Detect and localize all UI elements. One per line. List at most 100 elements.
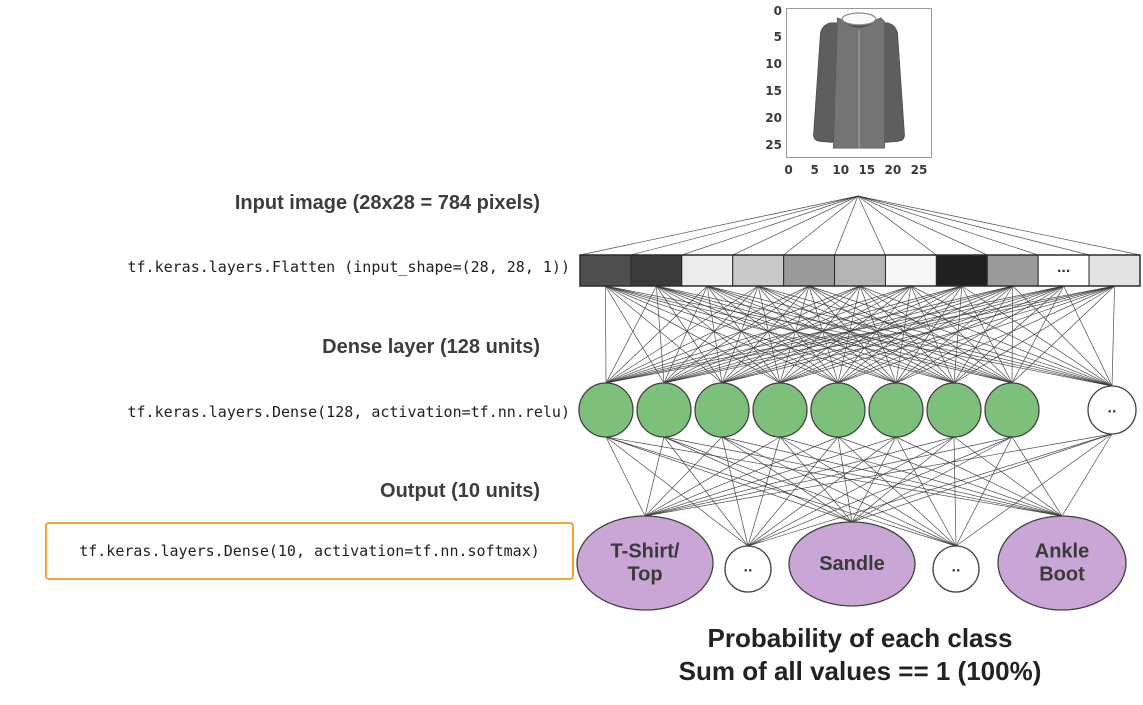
y-axis-tick-label: 5: [773, 30, 782, 45]
flatten-dense-connection: [757, 285, 839, 384]
x-axis-tick-label: 5: [810, 163, 819, 177]
dense-output-connection: [605, 436, 957, 547]
y-axis-tick-label: 25: [765, 137, 782, 152]
dense-output-connection: [644, 436, 665, 517]
dense-node: [984, 382, 1040, 438]
flatten-dense-connection: [663, 285, 861, 384]
flatten-dense-connection: [837, 285, 1064, 384]
flatten-dense-connection: [779, 285, 1064, 384]
fan-line: [857, 195, 937, 256]
flatten-dense-connection: [721, 285, 1115, 384]
flatten-dense-connection: [656, 285, 839, 384]
flatten-dense-connection: [859, 285, 955, 384]
output-dots-label: ..: [952, 559, 961, 576]
flatten-dense-connection: [895, 285, 912, 384]
flatten-dense-connection: [663, 285, 912, 384]
flatten-dense-connection: [779, 285, 912, 384]
input-image-plot: [786, 8, 932, 158]
dense-output-connection: [1061, 433, 1113, 517]
flatten-dense-connection: [706, 285, 723, 384]
flatten-dense-connection: [837, 285, 1013, 384]
dense-output-connection: [721, 436, 1063, 517]
flatten-dense-connection: [605, 285, 897, 384]
dense-output-connection: [851, 433, 1113, 523]
dense-output-connection: [953, 436, 957, 547]
output-class-node: [997, 515, 1127, 611]
dense-output-connection: [663, 436, 957, 547]
flatten-bar-outline: [579, 254, 1141, 287]
flatten-dense-connection: [910, 285, 1113, 387]
fan-line: [857, 195, 988, 256]
fan-line: [732, 195, 859, 256]
dense-output-connection: [837, 436, 853, 523]
dense-node: [578, 382, 634, 438]
flatten-dense-connection: [605, 285, 607, 384]
flatten-dense-connection: [837, 285, 861, 384]
flatten-dense-connection: [605, 285, 665, 384]
dense-output-connection: [851, 436, 955, 523]
dense-output-connection: [644, 436, 897, 517]
flatten-dense-connection: [1063, 285, 1113, 387]
x-axis-tick-label: 15: [858, 163, 876, 177]
output-dots-node: [724, 545, 772, 593]
flatten-dense-connection: [1011, 285, 1064, 384]
dense-output-connection: [605, 436, 749, 547]
flatten-dense-connection: [961, 285, 1013, 384]
dense-node: [1087, 385, 1137, 435]
x-axis-tick-label: 20: [884, 163, 902, 177]
flatten-dense-connection: [779, 285, 810, 384]
fan-line: [579, 195, 859, 256]
dense-node: [694, 382, 750, 438]
flatten-cell: [935, 254, 988, 287]
flatten-cell: [884, 254, 937, 287]
flatten-dense-connection: [663, 285, 810, 384]
dense-output-connection: [605, 436, 853, 523]
flatten-dense-connection: [837, 285, 912, 384]
flatten-cell-dots-label: ...: [1057, 259, 1070, 276]
dense-output-connection: [837, 436, 1063, 517]
flatten-cell: [732, 254, 785, 287]
dense-output-connection: [955, 436, 1013, 547]
y-axis-tick-label: 20: [765, 110, 782, 125]
flatten-dense-connection: [1011, 285, 1014, 384]
flatten-dense-connection: [953, 285, 1014, 384]
output-dots-node: [932, 545, 980, 593]
caption-line2: Sum of all values == 1 (100%): [678, 656, 1042, 686]
flatten-dense-connection: [721, 285, 861, 384]
flatten-dense-connection: [808, 285, 839, 384]
y-axis-tick-label: 10: [765, 57, 782, 72]
flatten-cell: [630, 254, 683, 287]
dense-output-connection: [605, 436, 1063, 517]
shirt-collar: [841, 12, 877, 26]
dense-output-connection: [955, 433, 1113, 547]
y-axis-tick-label: 0: [773, 3, 782, 18]
flatten-dense-connection: [779, 285, 861, 384]
x-axis-tick-label: 25: [910, 163, 928, 177]
flatten-dense-connection: [605, 285, 861, 384]
output-class-node: [576, 515, 714, 611]
flatten-dense-connection: [779, 285, 1013, 384]
dense-output-connection: [644, 436, 839, 517]
flatten-dense-connection: [808, 285, 897, 384]
dense-node: [926, 382, 982, 438]
flatten-dense-connection: [656, 285, 897, 384]
flatten-dense-connection: [663, 285, 708, 384]
flatten-dense-connection: [758, 285, 1113, 387]
flatten-dense-connection: [757, 285, 897, 384]
flatten-dense-connection: [663, 285, 962, 384]
dense-code-label: tf.keras.layers.Dense(128, activation=tf…: [127, 403, 570, 421]
output-heading: Output (10 units): [380, 480, 540, 502]
flatten-dense-connection: [895, 285, 1013, 384]
dense-output-connection: [747, 436, 955, 547]
flatten-dense-connection: [605, 285, 723, 384]
flatten-cell: [834, 254, 886, 287]
flatten-dense-connection: [706, 285, 781, 384]
flatten-dense-connection: [758, 285, 1013, 384]
flatten-dense-connection: [757, 285, 781, 384]
flatten-dense-connection: [895, 285, 1115, 384]
dense-node: [868, 382, 924, 438]
flatten-dense-connection: [721, 285, 912, 384]
flatten-dense-connection: [859, 285, 897, 384]
dense-layer-heading: Dense layer (128 units): [322, 336, 540, 358]
flatten-dense-connection: [605, 285, 781, 384]
